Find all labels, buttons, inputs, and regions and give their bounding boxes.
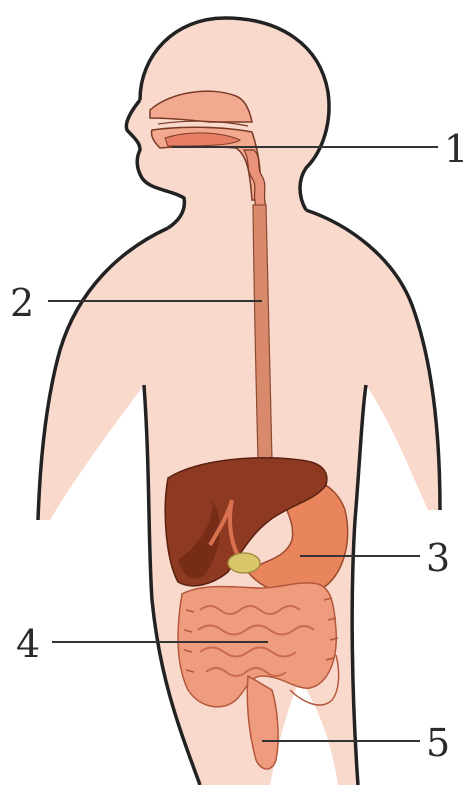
gallbladder <box>228 553 260 573</box>
callout-label-1: 1 <box>444 127 468 171</box>
callout-label-4: 4 <box>16 622 40 666</box>
callout-label-2: 2 <box>10 281 34 325</box>
callout-label-3: 3 <box>426 536 450 580</box>
callout-label-5: 5 <box>426 721 450 765</box>
